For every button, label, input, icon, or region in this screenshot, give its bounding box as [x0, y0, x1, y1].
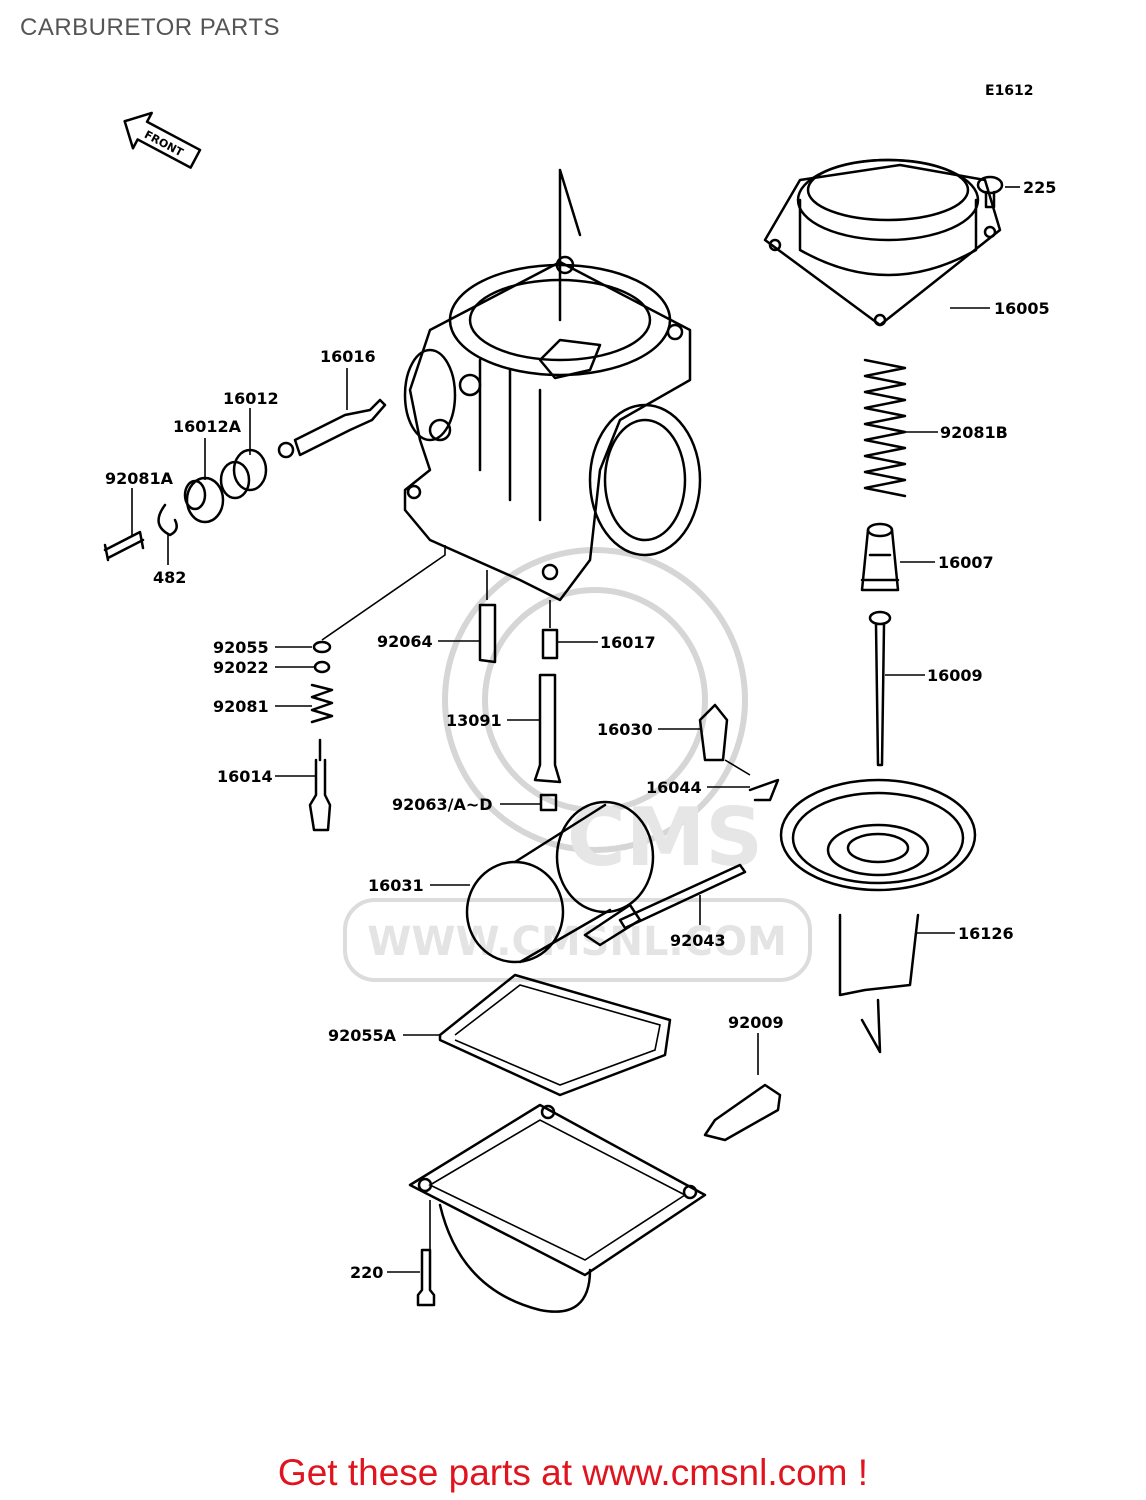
pilot-screw-16016 — [277, 398, 387, 459]
label-92063: 92063/A~D — [392, 795, 493, 814]
leader-lines — [131, 186, 1020, 1273]
clip-482 — [157, 503, 178, 537]
label-16007: 16007 — [938, 553, 994, 572]
label-220: 220 — [350, 1263, 383, 1282]
top-cover — [763, 158, 1002, 327]
label-16126: 16126 — [958, 924, 1014, 943]
gasket-92055A — [438, 973, 672, 1097]
label-16012: 16012 — [223, 389, 279, 408]
label-13091: 13091 — [446, 711, 502, 730]
needle-jet-13091 — [533, 673, 562, 784]
label-16016: 16016 — [320, 347, 376, 366]
label-92081B: 92081B — [940, 423, 1008, 442]
label-16017: 16017 — [600, 633, 656, 652]
page-title: CARBURETOR PARTS — [20, 14, 281, 41]
label-92009: 92009 — [728, 1013, 784, 1032]
diagram-reference: E1612 — [985, 83, 1034, 99]
label-16030: 16030 — [597, 720, 653, 739]
clip-16044 — [748, 778, 780, 802]
order-parts-link[interactable]: Get these parts at www.cmsnl.com ! — [277, 1452, 869, 1493]
plug-16012 — [219, 448, 268, 500]
label-92081: 92081 — [213, 697, 269, 716]
label-225: 225 — [1023, 178, 1056, 197]
front-arrow-icon: FRONT — [123, 111, 202, 169]
spring-92081 — [310, 683, 334, 724]
float-pin-92043 — [618, 863, 747, 930]
spring-92081A — [103, 530, 145, 562]
o-ring-92055 — [312, 640, 332, 654]
float-bowl — [408, 1103, 707, 1313]
main-jet-92063 — [539, 793, 558, 812]
label-16009: 16009 — [927, 666, 983, 685]
label-16005: 16005 — [994, 299, 1050, 318]
jet-16017 — [541, 628, 559, 660]
label-92064: 92064 — [377, 632, 433, 651]
drain-screw-92009 — [703, 1083, 782, 1142]
screw-220 — [416, 1248, 436, 1307]
label-16044: 16044 — [646, 778, 702, 797]
label-482: 482 — [153, 568, 186, 587]
screw-16014 — [308, 738, 332, 832]
carburetor-body — [403, 168, 702, 602]
watermark-text: WWW.CMSNL.COM — [367, 919, 787, 965]
label-92022: 92022 — [213, 658, 269, 677]
vacuum-piston-16126 — [779, 778, 977, 1054]
float-valve-16030 — [698, 703, 729, 762]
label-92055A: 92055A — [328, 1026, 397, 1045]
label-16014: 16014 — [217, 767, 273, 786]
watermark: WWW.CMSNL.COM CMS — [343, 547, 812, 982]
screw-225 — [976, 175, 1004, 209]
part-labels: 225 16005 92081B 16007 16009 16126 16016… — [105, 178, 1056, 1282]
washer-92022 — [313, 660, 331, 674]
needle-holder-16007 — [860, 522, 900, 592]
float-16031 — [465, 800, 655, 964]
washer-16012A — [183, 476, 225, 524]
label-16031: 16031 — [368, 876, 424, 895]
label-92055: 92055 — [213, 638, 269, 657]
watermark-logo: CMS — [567, 791, 763, 884]
label-92043: 92043 — [670, 931, 726, 950]
jet-needle-16009 — [868, 610, 892, 767]
label-92081A: 92081A — [105, 469, 174, 488]
label-16012A: 16012A — [173, 417, 242, 436]
spring-92081B — [863, 358, 907, 498]
carburetor-exploded-diagram: WWW.CMSNL.COM CMS FRONT — [103, 111, 1056, 1313]
